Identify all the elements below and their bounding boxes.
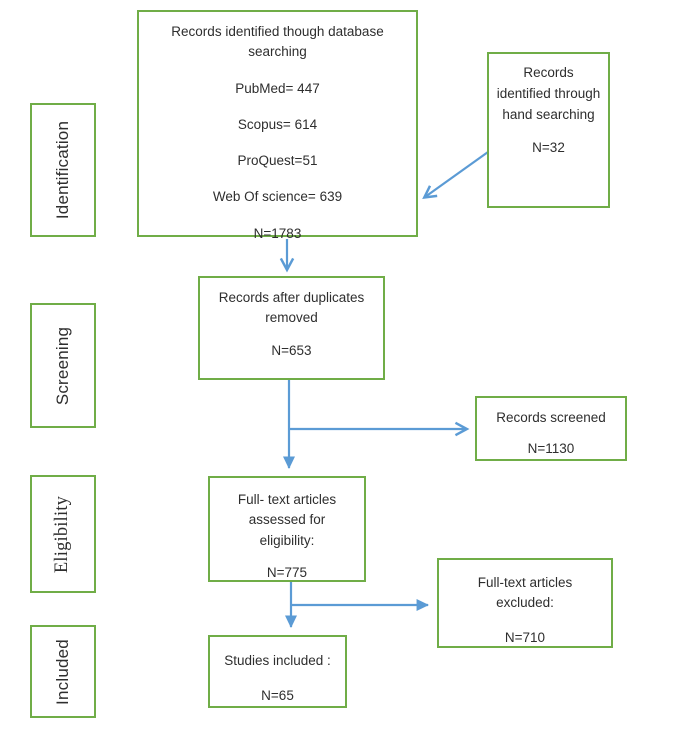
stage-label-text: Eligibility <box>52 495 73 573</box>
box-records-screened: Records screened N=1130 <box>475 396 627 461</box>
count-proquest: ProQuest=51 <box>237 153 318 168</box>
box-fulltext-excluded: Full-text articles excluded: N=710 <box>437 558 613 648</box>
count-duplicates-removed: N=653 <box>271 342 312 358</box>
count-included: N=65 <box>261 688 294 704</box>
stage-label-screening: Screening <box>30 303 96 428</box>
count-screened: N=1130 <box>527 441 575 457</box>
box-database-searching: Records identified though database searc… <box>137 10 418 241</box>
box-title: Records identified through hand searchin… <box>496 65 601 122</box>
count-hand: N=32 <box>532 139 565 155</box>
stage-label-text: Identification <box>53 120 73 220</box>
count-web-of-science: Web Of science= 639 <box>212 189 343 205</box>
box-title: Full-text articles excluded: <box>477 575 573 611</box>
count-total: N=1783 <box>253 225 302 241</box>
arrow-hand-to-database <box>422 151 489 200</box>
box-studies-included: Studies included : N=65 <box>208 635 347 708</box>
stage-label-included: Included <box>30 625 96 718</box>
count-scopus: Scopus= 614 <box>237 116 318 132</box>
box-fulltext-assessed: Full- text articles assessed for eligibi… <box>208 476 366 582</box>
stage-label-text: Included <box>53 638 72 705</box>
box-title: Records after duplicates removed <box>218 290 365 326</box>
stage-label-identification: Identification <box>30 103 96 237</box>
box-title: Full- text articles assessed for eligibi… <box>237 492 337 548</box>
count-excluded: N=710 <box>504 629 546 645</box>
box-duplicates-removed: Records after duplicates removed N=653 <box>198 276 385 380</box>
box-title: Records screened <box>496 410 606 425</box>
box-title: Studies included : <box>224 653 331 668</box>
box-hand-searching: Records identified through hand searchin… <box>487 52 610 208</box>
stage-label-text: Screening <box>53 326 73 405</box>
count-pubmed: PubMed= 447 <box>235 80 320 96</box>
count-assessed: N=775 <box>266 564 308 580</box>
box-title: Records identified though database searc… <box>171 24 384 60</box>
stage-label-eligibility: Eligibility <box>30 475 96 593</box>
